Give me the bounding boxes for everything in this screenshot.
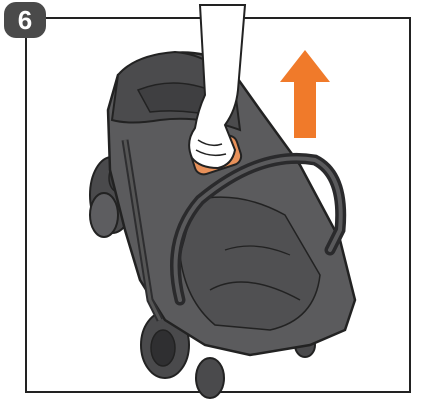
step-number-badge: 6 <box>4 2 46 38</box>
lift-up-arrow-icon <box>280 50 330 138</box>
